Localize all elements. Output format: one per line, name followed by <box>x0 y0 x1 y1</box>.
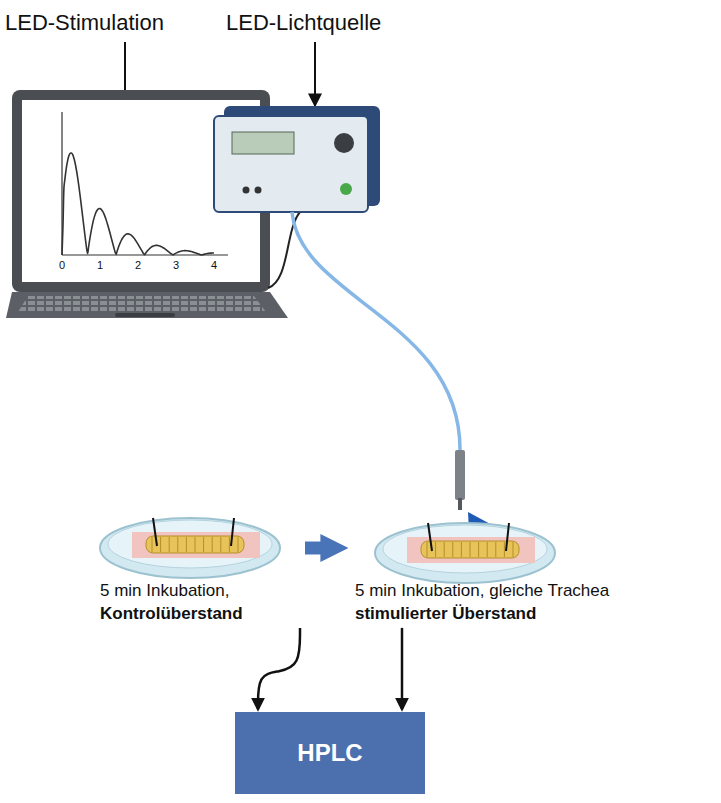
light-fiber <box>292 212 460 452</box>
axis-tick: 0 <box>59 259 65 272</box>
dish-stage: 5 min Inkubation, gleiche Tracheastimuli… <box>350 500 640 626</box>
device-label: LED-Lichtquelle <box>226 10 381 35</box>
axis-tick: 3 <box>173 259 179 272</box>
petri-dish <box>100 518 280 578</box>
fiber-connector <box>455 450 465 500</box>
flow-arrow <box>401 628 404 709</box>
led-light-source <box>214 106 380 212</box>
petri-dish <box>375 523 555 583</box>
step-note: 5 min Inkubation, gleiche Trachea <box>355 580 640 603</box>
leader-arrow <box>314 42 316 106</box>
sample-name: stimulierter Überstand <box>355 603 640 626</box>
step-note: 5 min Inkubation, <box>100 580 305 603</box>
device-label: LED-Stimulation <box>5 10 164 35</box>
axis-tick: 1 <box>97 259 103 272</box>
dish-stage: 5 min Inkubation,Kontrolüberstand <box>100 500 305 626</box>
box-title: HPLC <box>297 737 362 769</box>
axis-tick: 2 <box>135 259 141 272</box>
axis-tick: 4 <box>211 259 217 272</box>
flow-arrow <box>258 628 300 709</box>
block-arrow <box>305 542 326 555</box>
sample-name: Kontrolüberstand <box>100 603 305 626</box>
process-box: HPLC <box>235 712 425 794</box>
